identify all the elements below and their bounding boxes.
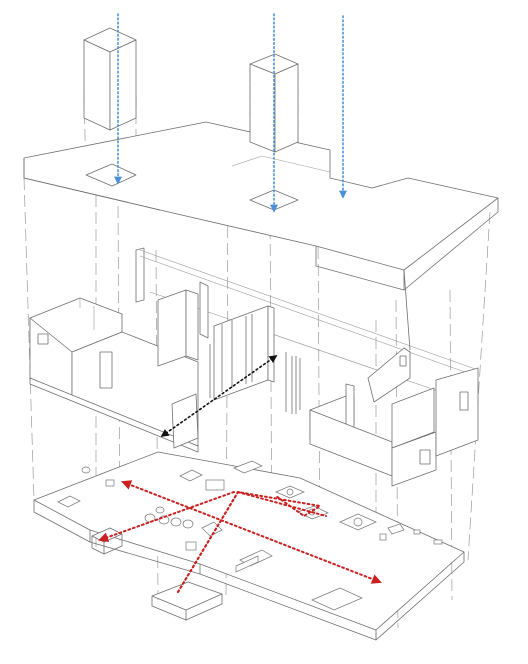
flow-arrows — [98, 13, 382, 593]
roof-level — [23, 27, 499, 291]
upper-crossing-arrow — [160, 355, 278, 437]
light-shaft-2 — [249, 53, 299, 211]
light-shaft-1 — [83, 27, 137, 187]
ground-diagonal-arrow-1 — [121, 480, 382, 584]
upper-floor-level — [29, 247, 479, 487]
ground-entry-arrow — [98, 491, 235, 543]
front-terrace — [151, 581, 223, 611]
sliding-door — [171, 393, 199, 449]
